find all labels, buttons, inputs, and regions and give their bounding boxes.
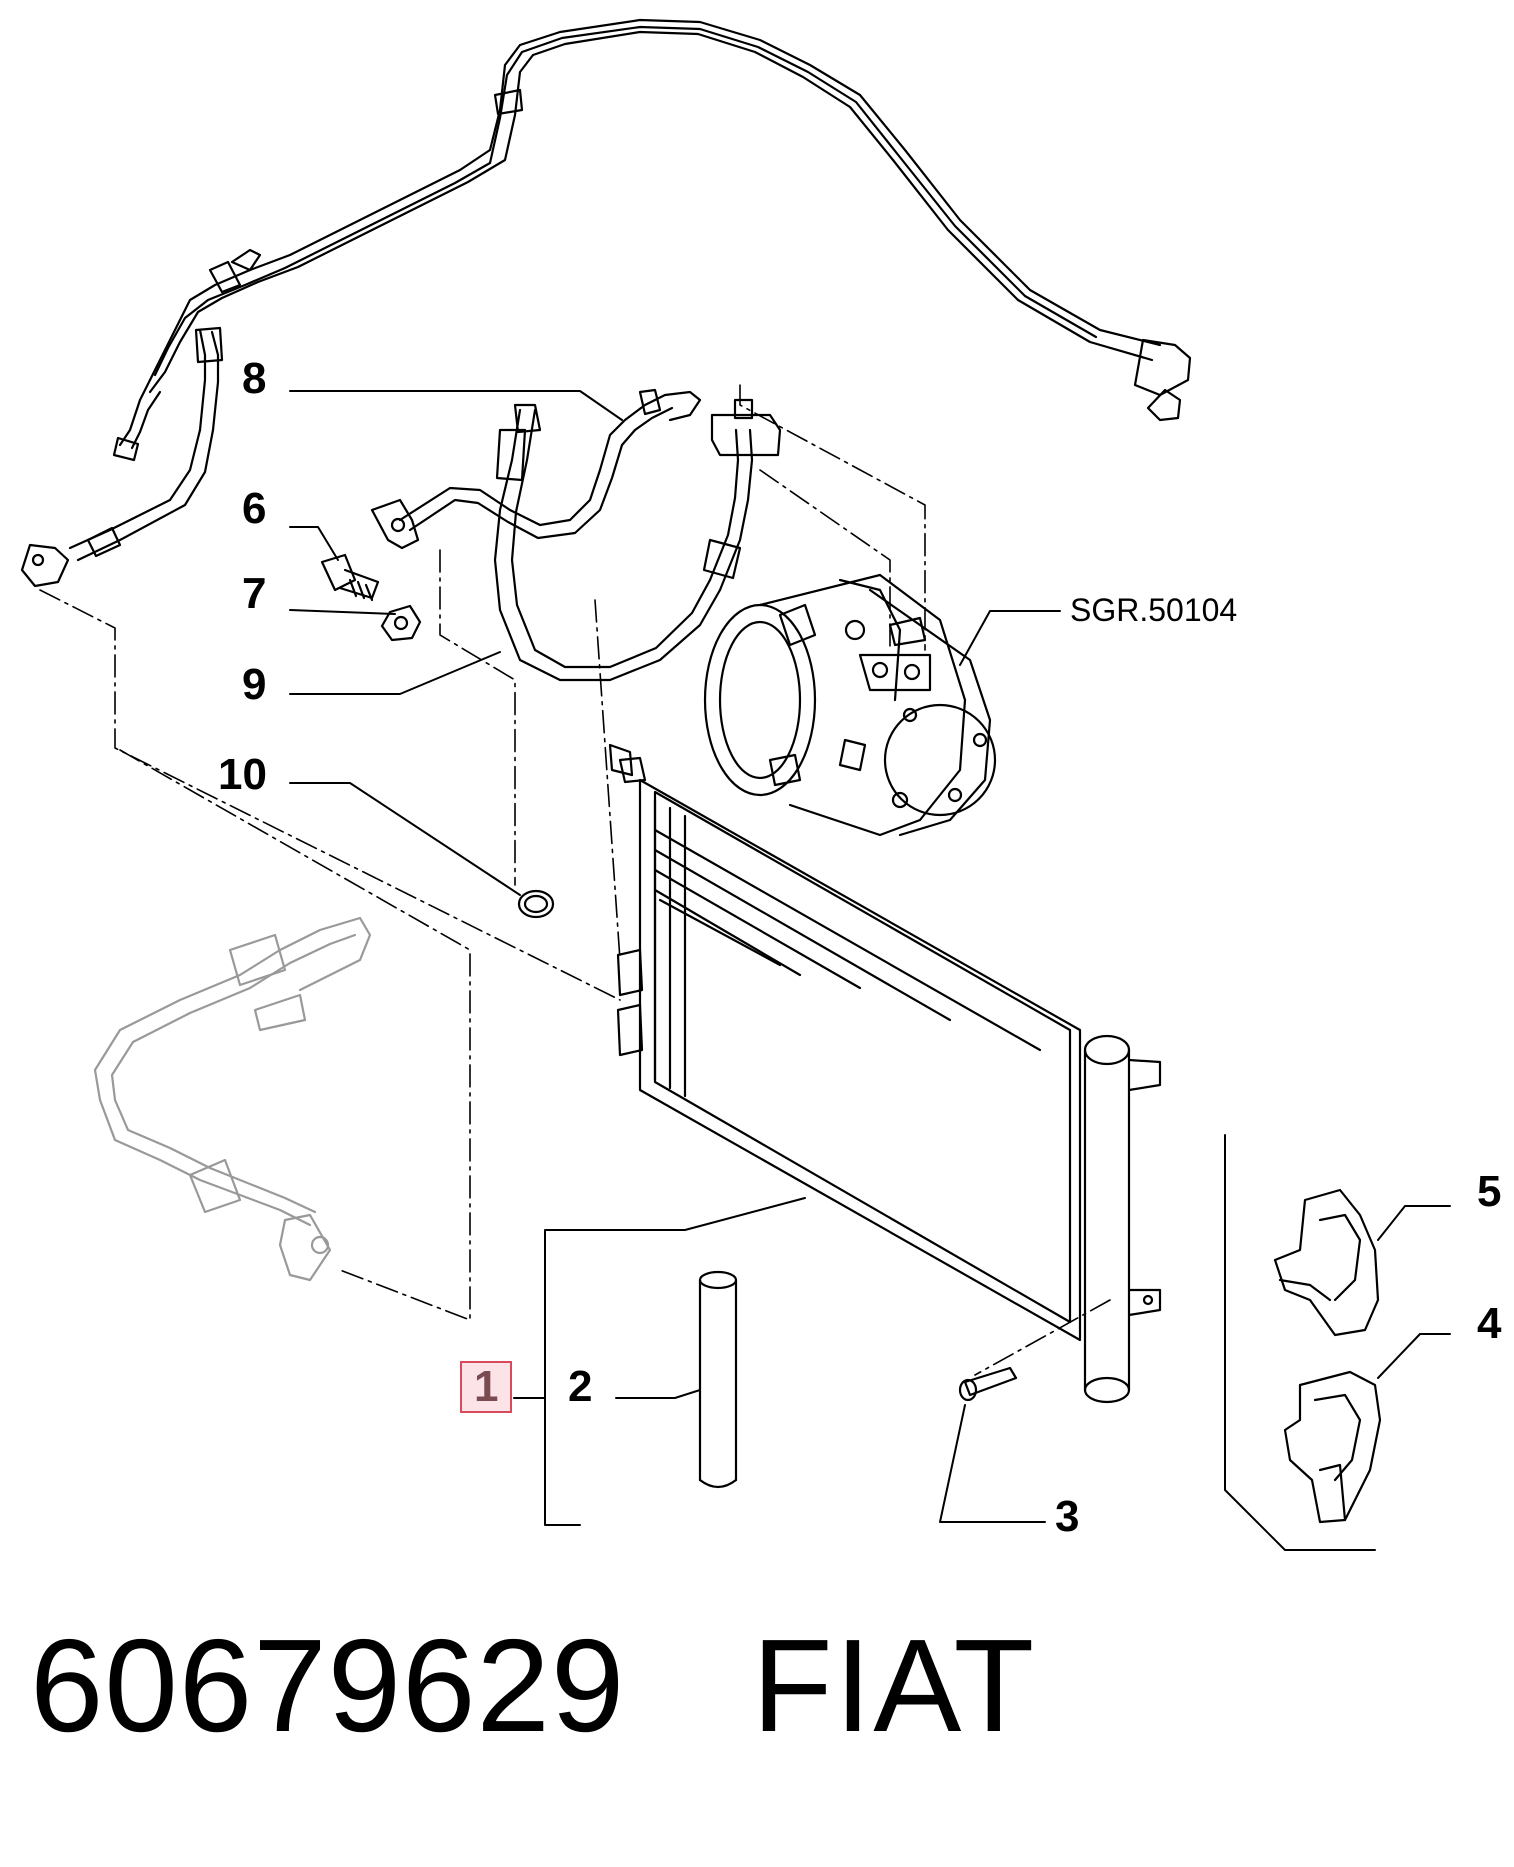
assembly-lines (39, 384, 1111, 1376)
callout-5: 5 (1477, 1167, 1502, 1216)
bracket-lower (1283, 1370, 1382, 1524)
hose-assembly (370, 388, 782, 682)
callout-1-highlight (460, 1361, 512, 1413)
compressor (703, 573, 997, 837)
lower-pipe (93, 916, 372, 1282)
callout-10: 10 (218, 750, 267, 799)
reference-label: SGR.50104 (1070, 592, 1238, 628)
part-number: 60679629 (30, 1612, 626, 1759)
leader-lines (289, 390, 1451, 1551)
callout-7: 7 (242, 569, 267, 618)
bracket-upper (1273, 1188, 1380, 1337)
callout-1: 1 (474, 1362, 499, 1411)
callout-8: 8 (242, 354, 267, 403)
bolt-and-nut (320, 553, 422, 642)
screw (958, 1366, 1018, 1402)
dryer-cartridge (698, 1270, 738, 1489)
seal-ring (517, 889, 555, 919)
callout-2: 2 (568, 1362, 593, 1411)
callout-4: 4 (1477, 1299, 1502, 1348)
callout-3: 3 (1055, 1492, 1080, 1541)
callout-6: 6 (242, 484, 267, 533)
brand-name: FIAT (752, 1612, 1037, 1759)
condenser (608, 743, 1162, 1404)
pipe-bundle (20, 18, 1192, 588)
callout-9: 9 (242, 660, 267, 709)
